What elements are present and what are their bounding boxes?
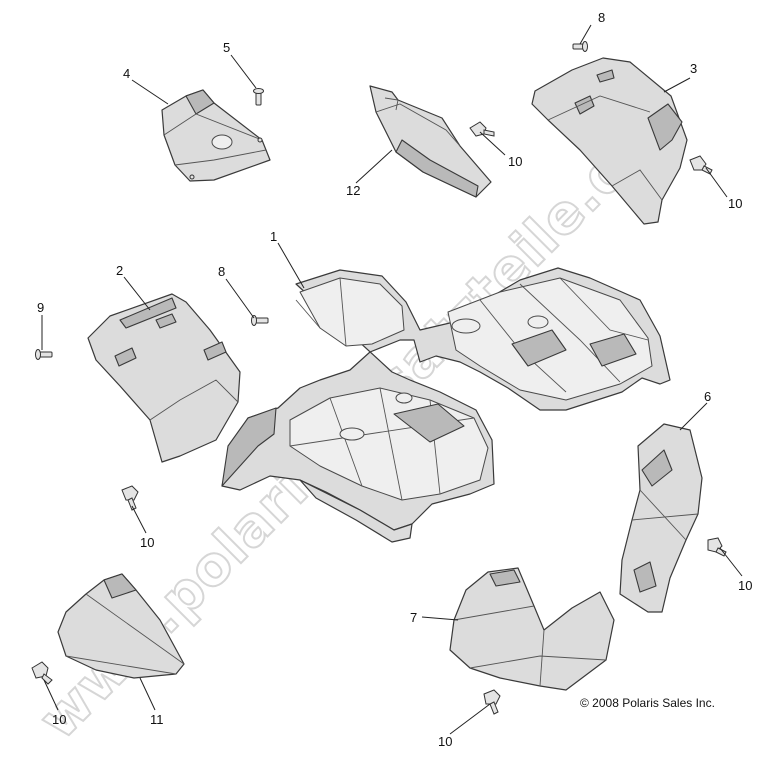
- part-8-screw-lower[interactable]: [251, 315, 269, 326]
- callout-10-c: 10: [140, 535, 154, 550]
- part-10-fastener-a[interactable]: [469, 121, 495, 137]
- callout-8-lower: 8: [218, 264, 225, 279]
- callout-1: 1: [270, 229, 277, 244]
- part-5-screw[interactable]: [253, 88, 264, 106]
- callout-10-a: 10: [508, 154, 522, 169]
- part-8-screw-upper[interactable]: [572, 41, 588, 52]
- callout-11: 11: [150, 712, 164, 727]
- part-11-lower-panel[interactable]: [57, 573, 185, 679]
- callout-9: 9: [37, 300, 44, 315]
- callout-6: 6: [704, 389, 711, 404]
- part-1-main-body[interactable]: [221, 267, 671, 543]
- part-6-rear-panel[interactable]: [619, 423, 703, 613]
- callout-2: 2: [116, 263, 123, 278]
- callout-10-b: 10: [728, 196, 742, 211]
- part-10-fastener-f[interactable]: [483, 689, 501, 715]
- part-9-screw[interactable]: [35, 349, 53, 360]
- callout-10-f: 10: [438, 734, 452, 749]
- callout-8-upper: 8: [598, 10, 605, 25]
- callout-12: 12: [346, 183, 360, 198]
- callout-4: 4: [123, 66, 130, 81]
- part-10-fastener-d[interactable]: [707, 537, 727, 557]
- part-2-side-panel[interactable]: [87, 293, 241, 463]
- callout-10-e: 10: [52, 712, 66, 727]
- callout-labels: 1 2 3 4 5 6 7 8 8 9 10 10 10 10 10 10 11…: [37, 10, 752, 749]
- part-10-fastener-e[interactable]: [31, 661, 53, 685]
- part-10-fastener-b[interactable]: [689, 155, 713, 175]
- part-3-side-cover[interactable]: [531, 57, 688, 225]
- part-12-panel[interactable]: [369, 85, 492, 198]
- part-10-fastener-c[interactable]: [121, 485, 139, 511]
- leader-lines: [41, 24, 743, 735]
- callout-5: 5: [223, 40, 230, 55]
- copyright-text: © 2008 Polaris Sales Inc.: [580, 696, 715, 710]
- callout-3: 3: [690, 61, 697, 76]
- part-7-front-panel[interactable]: [449, 567, 615, 691]
- callout-10-d: 10: [738, 578, 752, 593]
- callout-7: 7: [410, 610, 417, 625]
- part-4-cover[interactable]: [161, 89, 271, 182]
